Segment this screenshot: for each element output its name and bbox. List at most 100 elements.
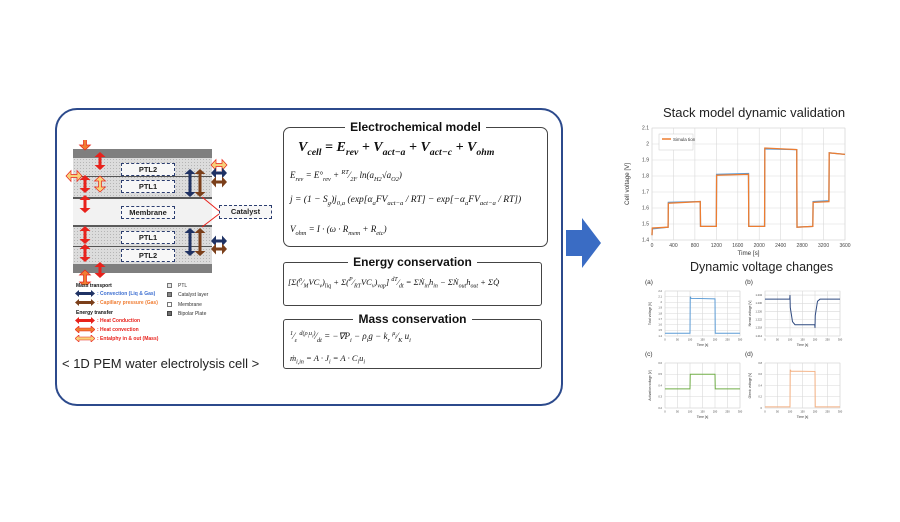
x-axis-label: Time [s]: [697, 415, 709, 419]
heat-conduction-arrow-icon: [79, 226, 91, 244]
x-tick-label: 2800: [797, 243, 808, 249]
x-tick-label: 0: [764, 410, 766, 414]
x-tick-label: 0: [651, 243, 654, 249]
legend-heat-convection: : Heat convection: [97, 327, 139, 333]
x-axis-label: Time [s]: [697, 343, 709, 347]
convection-arrow-icon: [184, 169, 196, 197]
x-tick-label: 100: [788, 410, 793, 414]
y-tick-label: 1.8: [658, 311, 662, 315]
energy-equation: [Σ(ρ⁄MVCv)liq + Σ(P⁄RTVCv)vap] dT⁄dt = Σ…: [288, 277, 500, 290]
y-tick-label: 0.5: [658, 372, 662, 376]
convection-arrow-icon: [75, 290, 95, 297]
x-tick-label: 0: [764, 338, 766, 342]
heat-conduction-arrow-icon: [79, 244, 91, 262]
y-tick-label: 1.4: [658, 334, 662, 338]
y-tick-label: 2.1: [658, 294, 662, 298]
x-tick-label: 3200: [818, 243, 829, 249]
ptl-divider: [73, 246, 212, 247]
heat-conduction-arrow-icon: [79, 195, 91, 213]
legend-mass-transport-title: Mass transport: [76, 283, 112, 289]
x-tick-label: 300: [738, 410, 743, 414]
enthalpy-arrow-icon: [75, 335, 95, 342]
x-tick-label: 100: [688, 410, 693, 414]
y-tick-label: 0: [761, 406, 763, 410]
x-tick-label: 50: [776, 410, 779, 414]
mass-flow-equation: ṁi,in = A · Ji = A · Ciui: [290, 353, 366, 366]
ohmic-voltage-equation: Vohm = I · (ω · Rmem + Retc): [290, 224, 387, 237]
energy-title: Energy conservation: [348, 255, 477, 269]
bipolar-plate-top: [73, 149, 212, 158]
legend-box: [658, 133, 694, 151]
y-tick-label: 2: [661, 300, 663, 304]
convection-arrow-icon: [211, 167, 227, 179]
x-tick-label: 300: [838, 338, 843, 342]
y-tick-label: 1.5: [642, 222, 649, 228]
catalyst-pointer-lines: [201, 196, 220, 228]
current-density-equation: j = (1 − Sg)j0,a (exp[αaFVact−a / RT] − …: [290, 195, 522, 207]
panel-label: (c): [645, 351, 653, 358]
energy-conservation-box: Energy conservation [Σ(ρ⁄MVCv)liq + Σ(P⁄…: [283, 255, 542, 306]
capillary-arrow-icon: [211, 243, 227, 255]
y-tick-label: 0.3: [658, 395, 662, 399]
ptl2-top-label: PTL2: [121, 163, 175, 176]
capillary-arrow-icon: [194, 228, 206, 256]
legend-enthalpy: : Entalphy in & out (Mass): [97, 336, 159, 342]
panel-label: (b): [745, 279, 753, 286]
x-tick-label: 50: [776, 338, 779, 342]
heat-conduction-arrow-icon: [75, 317, 95, 324]
legend-heat-conduction: : Heat Conduction: [97, 318, 141, 324]
y-axis-label: Activation voltage [V]: [648, 370, 652, 400]
membrane-label: Membrane: [121, 206, 175, 219]
series-line-simulation: [651, 147, 846, 236]
enthalpy-arrow-icon: [65, 169, 83, 183]
y-tick-label: 1.8: [642, 174, 649, 180]
y-tick-label: 1.214: [756, 334, 763, 338]
legend-capillary: : Capillary pressure (Gas): [97, 300, 158, 306]
x-tick-label: 100: [688, 338, 693, 342]
x-tick-label: 200: [713, 338, 718, 342]
capillary-arrow-icon: [75, 299, 95, 306]
heat-convection-arrow-icon: [78, 140, 92, 151]
y-tick-label: 1.6: [658, 323, 662, 327]
flow-right-arrow-icon: [566, 218, 601, 268]
y-tick-label: 1.5: [658, 328, 662, 332]
series-line-(c): [665, 373, 740, 390]
catalyst-layer-top: [73, 197, 212, 199]
electrochemical-title: Electrochemical model: [345, 120, 486, 134]
momentum-equation: 1⁄ε d(ρiui)⁄dt = −∇Pi − ρig − kr μi⁄K ui: [290, 330, 411, 344]
x-tick-label: 200: [813, 410, 818, 414]
convection-arrow-icon: [184, 228, 196, 256]
panel-label: (d): [745, 351, 753, 358]
y-tick-label: 1.222: [756, 318, 763, 322]
y-tick-label: 0.4: [658, 383, 662, 387]
legend-convection: : Convection (Liq & Gas): [97, 291, 156, 297]
legend-material-ptl: PTL: [178, 283, 188, 289]
x-tick-label: 150: [800, 338, 805, 342]
ptl1-bottom-label: PTL1: [121, 231, 175, 244]
y-tick-label: 0.2: [658, 406, 662, 410]
capillary-arrow-icon: [211, 176, 227, 188]
x-tick-label: 2000: [754, 243, 765, 249]
x-axis-label: Time [s]: [738, 250, 760, 257]
x-tick-label: 250: [725, 410, 730, 414]
y-tick-label: 0.2: [758, 395, 762, 399]
y-tick-label: 0.4: [758, 383, 762, 387]
y-axis-label: Nernst voltage [V]: [748, 300, 752, 326]
x-tick-label: 250: [725, 338, 730, 342]
x-tick-label: 1200: [711, 243, 722, 249]
x-tick-label: 250: [825, 410, 830, 414]
legend-material-bipolar: Bipolar Plate: [178, 311, 207, 317]
y-tick-label: 1.234: [756, 293, 763, 297]
mass-conservation-box: Mass conservation 1⁄ε d(ρiui)⁄dt = −∇Pi …: [283, 312, 542, 369]
x-tick-label: 50: [676, 338, 679, 342]
catalyst-label: Catalyst: [219, 205, 272, 219]
dynamic-chart-title: Dynamic voltage changes: [690, 260, 834, 274]
y-tick-label: 0.8: [758, 361, 762, 365]
model-frame: [55, 108, 563, 406]
y-tick-label: 1.7: [642, 190, 649, 196]
x-tick-label: 0: [664, 338, 666, 342]
x-tick-label: 1600: [732, 243, 743, 249]
enthalpy-arrow-icon: [210, 158, 228, 172]
